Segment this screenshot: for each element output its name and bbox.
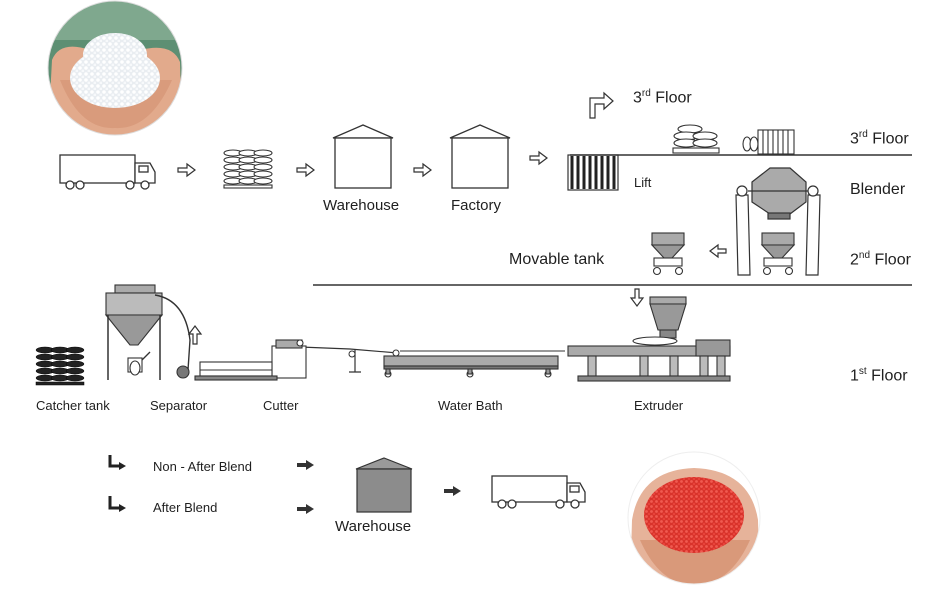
feeder-icon [742,129,795,155]
blender-icon [735,167,821,276]
floor-2-label: 2nd Floor [850,250,911,269]
flow-arrow-icon [529,150,548,166]
flow-arrow-left-icon [709,243,727,259]
warehouse-bottom-icon [355,457,413,513]
movable-tank-icon [650,232,686,276]
catcher-tank-label: Catcher tank [36,398,110,413]
non-after-blend-label: Non - After Blend [153,459,252,474]
bag-stack-icon [672,124,720,154]
white-pellets-photo [48,1,182,135]
cutter-icon [271,339,307,379]
lift-label: Lift [634,175,652,190]
water-bath-icon [383,350,565,378]
bent-arrow-icon [589,91,614,119]
third-floor-arrow-label: 3rd Floor [633,88,692,107]
movable-tank-label: Movable tank [509,251,605,268]
legend-bent-arrow-icon [108,496,120,510]
extruder-icon [567,296,731,382]
after-blend-label: After Blend [153,500,218,515]
factory-label: Factory [451,197,502,214]
truck-icon [59,154,156,190]
floor-3-label: 3rd Floor [850,129,909,148]
separator-label: Separator [150,398,208,413]
flow-arrow-icon [297,460,314,470]
flow-arrow-icon [296,162,315,178]
flow-arrow-icon [444,486,461,496]
blender-tank-icon [760,232,796,276]
extruder-label: Extruder [634,398,684,413]
factory-icon [449,124,511,189]
bag-pallet-icon [223,149,273,189]
truck-bottom-icon [491,475,586,509]
water-bath-label: Water Bath [438,398,503,413]
red-pellets-photo [628,452,760,584]
lift-icon [567,154,619,191]
flow-arrow-icon [297,504,314,514]
catcher-tank-icon [35,346,85,386]
separator-icon [104,284,191,380]
warehouse-bottom-label: Warehouse [335,518,412,535]
flow-arrow-down-icon [629,288,645,307]
flow-arrow-icon [413,162,432,178]
warehouse-label: Warehouse [323,197,400,214]
flow-arrow-icon [177,162,196,178]
floor-1-label: 1st Floor [850,366,908,385]
flow-arrow-up-icon [187,325,203,345]
cutter-label: Cutter [263,398,299,413]
legend-bent-arrow-icon [108,455,120,468]
blender-label: Blender [850,181,906,198]
warehouse-icon [332,124,394,189]
